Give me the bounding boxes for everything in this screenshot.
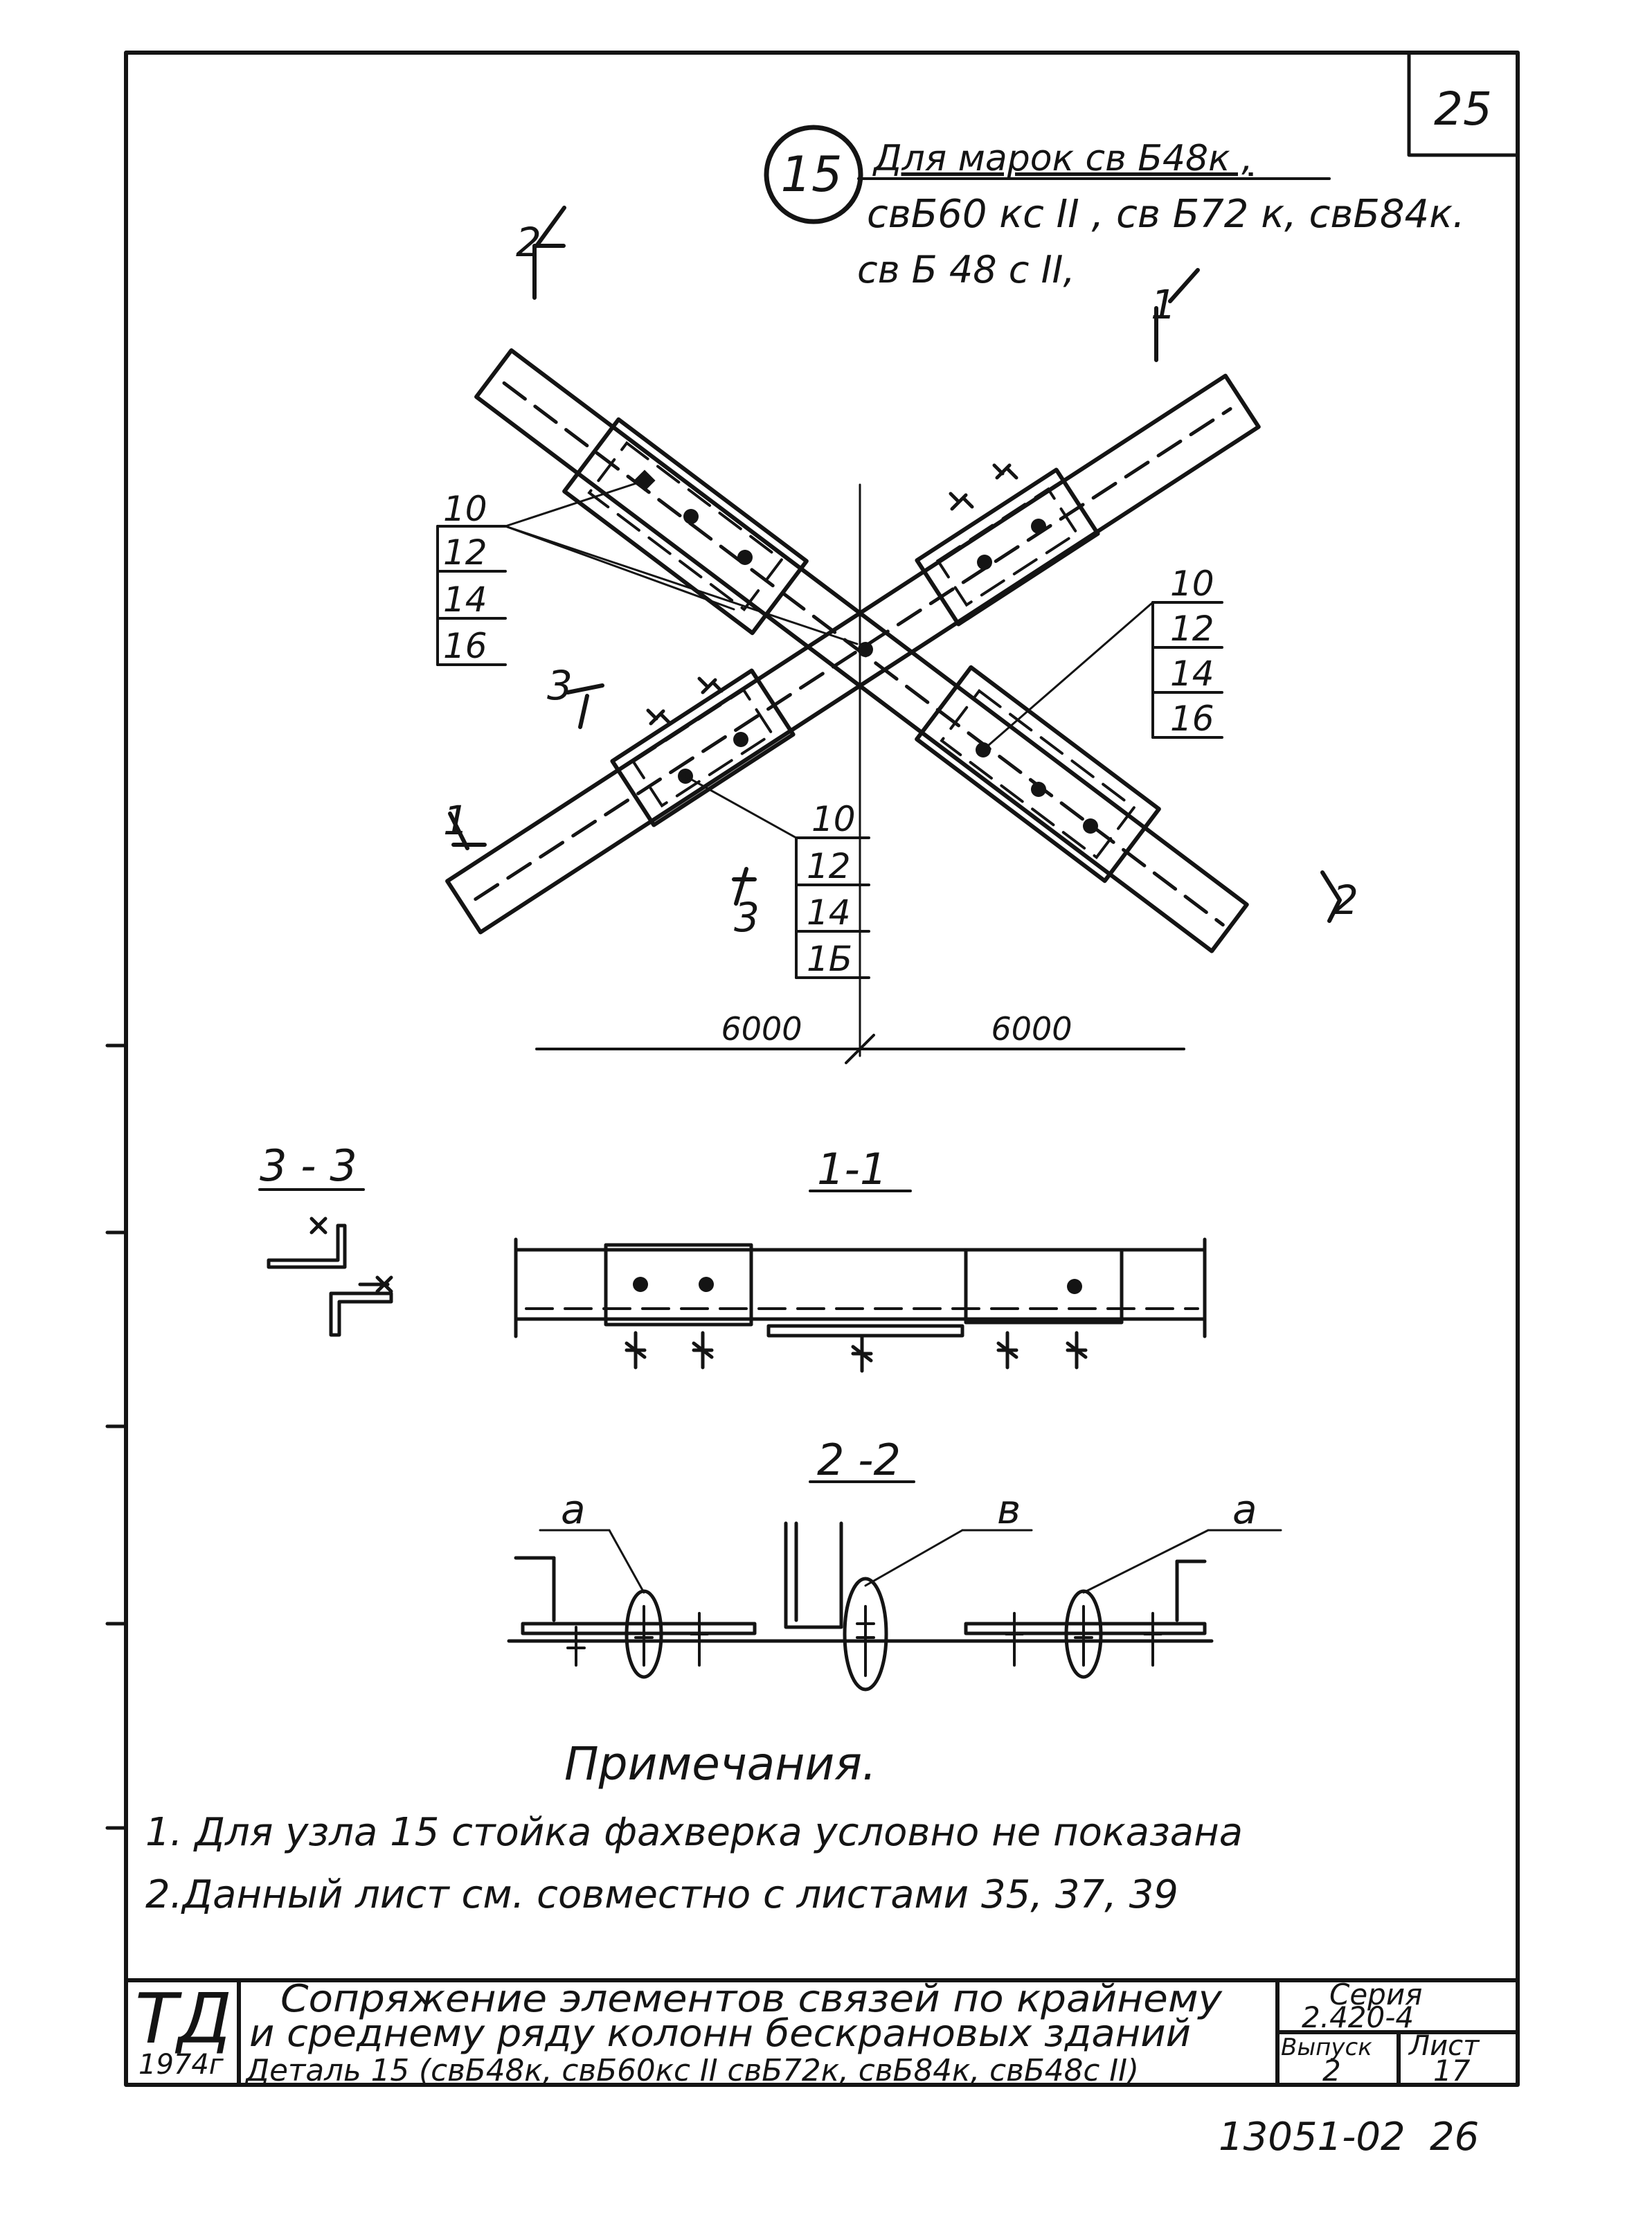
section-1-1: 1-1 [514,1144,1207,1373]
section-1-1-title: 1-1 [817,1144,887,1194]
weld-marks [646,463,1018,726]
note-1: 1. Для узла 15 стойка фахверка условно н… [145,1810,1243,1855]
drawing-title-line2: и среднему ряду колонн бескрановых здани… [249,2011,1191,2055]
note-2: 2.Данный лист см. совместно с листами 35… [145,1872,1178,1917]
drawing-title-line3: Деталь 15 (свБ48к, свБ60кс II свБ72к, св… [244,2053,1139,2088]
sheet-number-box [1407,51,1520,157]
callout-bottom [684,775,870,979]
bolt-holes [634,469,1098,834]
section-1-1-bolts [633,1277,1082,1294]
brace-member-ascending [445,373,1261,935]
dimension-left: 6000 [721,1010,802,1048]
gusset-plate-lower-right [915,665,1161,884]
section-3-3-title: 3 - 3 [260,1140,357,1191]
callout-left-item-10: 10 [443,489,487,529]
section-2-2-title: 2 -2 [817,1435,901,1485]
callout-left-item-16: 16 [443,626,487,666]
drawing-title-line1: Сопряжение элементов связей по крайнему [280,1977,1223,2020]
section-2-2-label-b: в [997,1486,1021,1533]
section-mark-1-bottom: 1 [443,797,469,844]
series-value: 2.420-4 [1302,2000,1414,2034]
section-mark-3-bottom: 3 [734,894,760,941]
series-label: Серия [1329,1978,1422,2011]
node-caption-line3: св Б 48 с II, [857,248,1075,292]
title-block [124,1978,1520,2087]
node-caption-line2: свБ60 кс II , св Б72 к, свБ84к. [867,192,1465,237]
section-mark-2-top: 2 [516,219,541,266]
callout-left [436,479,859,666]
callout-right-item-12: 12 [1170,609,1214,649]
issue-label: Выпуск [1281,2034,1372,2061]
callout-bottom-item-12: 12 [807,846,851,886]
org-logo: ТД [135,1978,232,2059]
sheet-number: 25 [1434,82,1492,136]
callout-left-item-12: 12 [443,532,487,573]
plan-view: 2 1 3 1 3 2 10 12 14 16 10 [436,206,1358,1064]
notes: Примечания. 1. Для узла 15 стойка фахвер… [145,1737,1243,1917]
section-2-2-label-a-left: а [561,1486,586,1533]
node-number-circle [764,125,863,224]
node-caption-line1: Для марок св Б48к , [872,138,1253,179]
callout-bottom-item-14: 14 [807,893,851,933]
section-cut-marks [448,206,1342,923]
dimension-right: 6000 [991,1010,1072,1048]
gusset-plate-upper-right [915,467,1100,627]
callout-right-item-14: 14 [1170,654,1214,694]
sheet-frame [124,51,1520,2087]
dimension-line [535,1034,1185,1064]
section-2-2: 2 -2 [507,1435,1282,1692]
section-mark-2-right: 2 [1333,877,1358,924]
callout-right-item-10: 10 [1170,564,1214,604]
section-2-2-label-a-right: а [1232,1486,1257,1533]
node-number: 15 [780,146,842,203]
callout-left-item-14: 14 [443,580,487,620]
page-number: 26 [1430,2115,1479,2160]
issue-value: 2 [1322,2054,1341,2088]
notes-heading: Примечания. [564,1737,877,1791]
binding-ticks [105,1043,128,1830]
callout-right-item-16: 16 [1170,699,1214,739]
callout-right [982,601,1223,751]
callout-bottom-item-1b: 1Б [807,939,852,979]
section-3-3: 3 - 3 [258,1140,393,1337]
section-mark-3-left: 3 [547,662,573,709]
archive-number: 13051-02 [1219,2115,1406,2160]
gusset-plate-upper-left [562,417,809,636]
section-2-2-leaders [539,1529,1282,1594]
sheet-value: 17 [1433,2054,1471,2088]
gusset-plate-lower-left [610,668,796,827]
callout-bottom-item-10: 10 [811,799,856,839]
title-block-year: 1974г [138,2049,224,2081]
section-mark-1-top: 1 [1151,281,1176,328]
sheet-label: Лист [1408,2030,1480,2062]
